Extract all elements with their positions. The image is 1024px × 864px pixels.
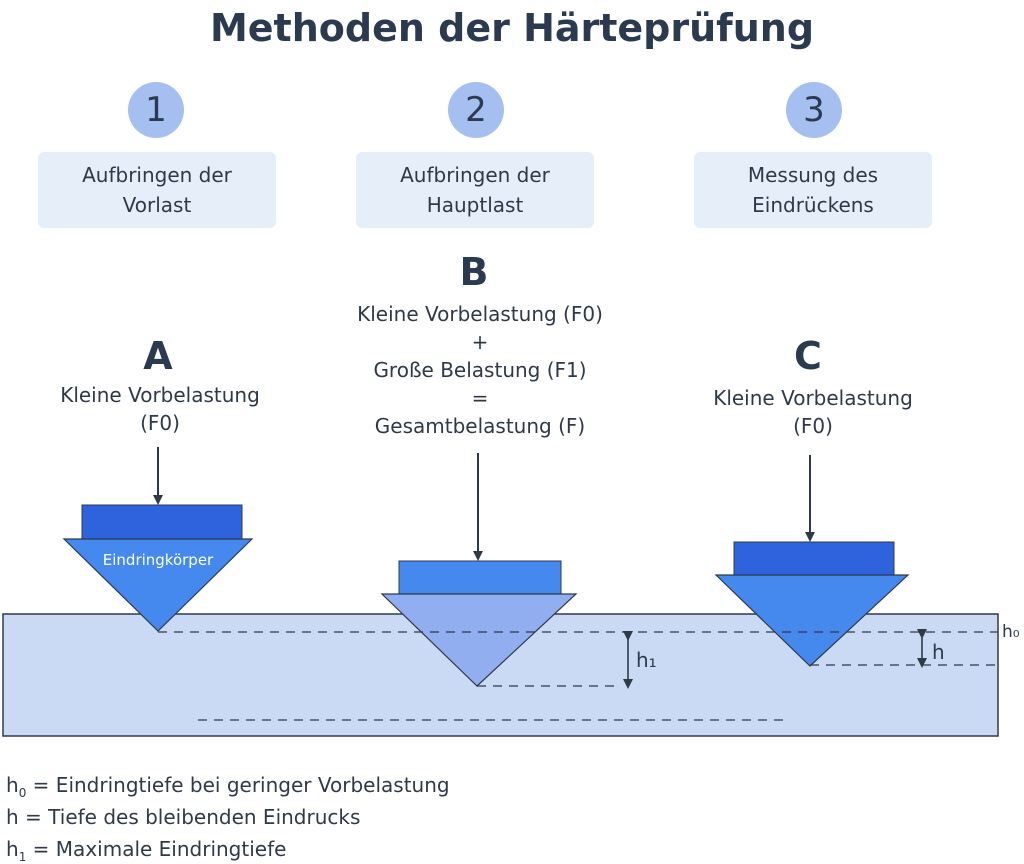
phase-c-letter: C xyxy=(794,334,822,378)
phase-b-letter: B xyxy=(459,250,489,294)
phase-a-letter: A xyxy=(143,334,173,378)
phase-a-load: Kleine Vorbelastung (F0) xyxy=(60,383,260,435)
page-title: Methoden der Härteprüfung xyxy=(209,6,815,50)
step-1-badge: 1 xyxy=(128,82,184,138)
h1-dimension: h₁ xyxy=(623,631,657,689)
h-label: h xyxy=(932,640,945,664)
legend-item-h1: h1 = Maximale Eindringtiefe xyxy=(6,837,287,864)
legend-item-h0: h0 = Eindringtiefe bei geringer Vorbelas… xyxy=(6,773,450,800)
indenter-label: Eindringkörper xyxy=(103,551,214,569)
indenter-a: Eindringkörper xyxy=(62,504,254,632)
legend-item-h: h = Tiefe des bleibenden Eindrucks xyxy=(6,805,361,829)
phase-b-load: Kleine Vorbelastung (F0) + Große Belastu… xyxy=(357,302,603,438)
step-2-badge: 2 xyxy=(448,82,504,138)
step-2-label: Aufbringen der Hauptlast xyxy=(356,152,594,228)
step-3-label: Messung des Eindrückens xyxy=(694,152,932,228)
phase-c-load: Kleine Vorbelastung (F0) xyxy=(713,386,913,438)
h-dimension: h xyxy=(917,629,945,668)
step-3-badge: 3 xyxy=(786,82,842,138)
h1-label: h₁ xyxy=(636,648,657,672)
indenter-c xyxy=(714,541,910,667)
h0-label: h₀ xyxy=(1002,622,1020,642)
step-1-label: Aufbringen der Vorlast xyxy=(38,152,276,228)
indenter-b xyxy=(380,560,578,687)
